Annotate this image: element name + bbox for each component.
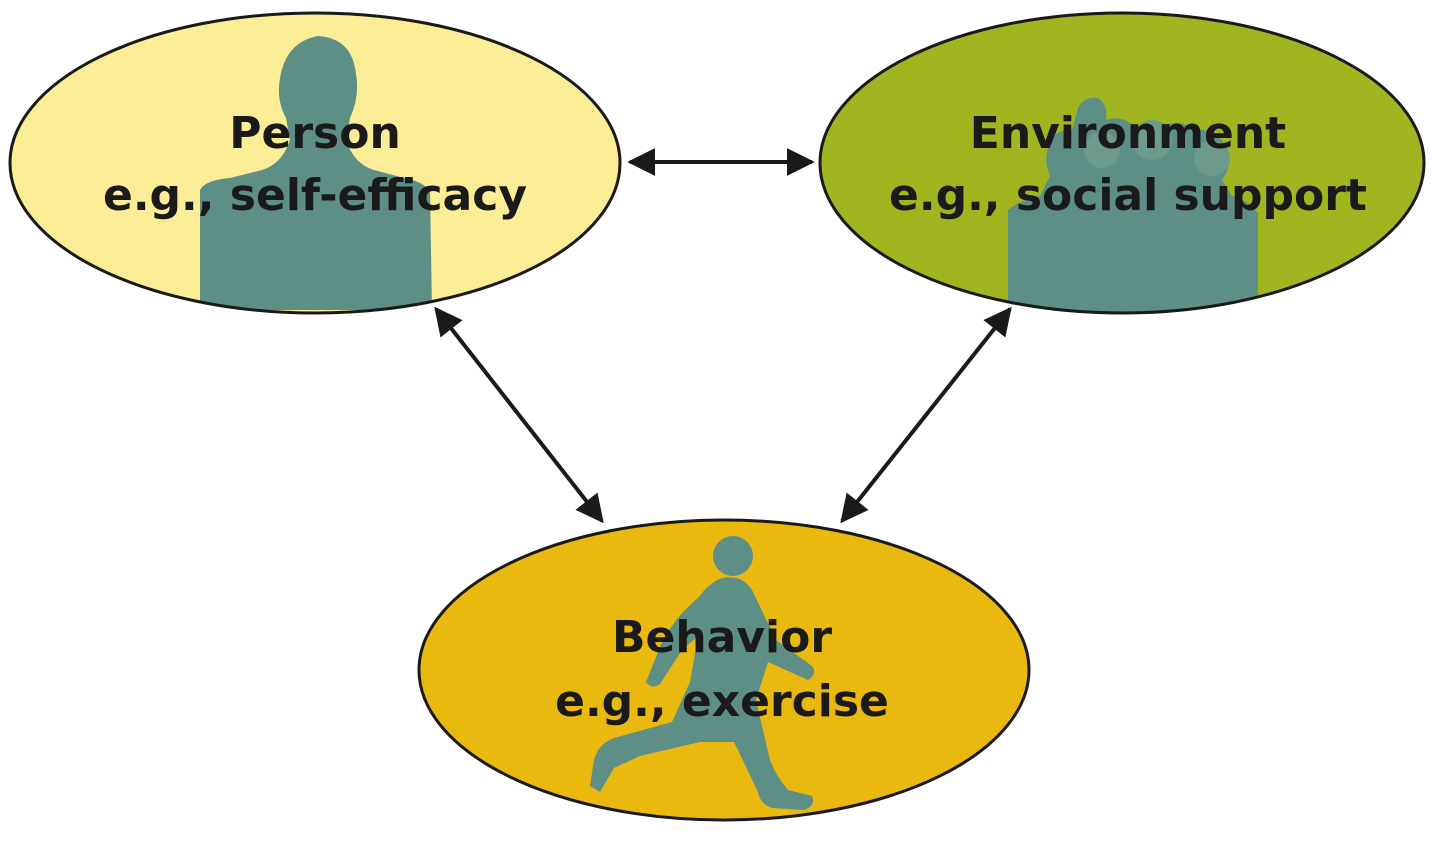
person-title: Person [229, 108, 401, 159]
person-node: Person e.g., self-efficacy [8, 11, 622, 315]
environment-node: Environment e.g., social support [818, 11, 1426, 315]
behavior-title: Behavior [612, 612, 832, 663]
running-person-silhouette-icon [590, 536, 815, 810]
arrow-environment-behavior [840, 306, 1012, 524]
behavior-example: e.g., exercise [555, 676, 889, 727]
person-example: e.g., self-efficacy [103, 170, 527, 221]
behavior-node: Behavior e.g., exercise [417, 518, 1031, 822]
group-of-people-silhouette-icon [1008, 97, 1258, 313]
person-bust-silhouette-icon [200, 36, 432, 310]
environment-example: e.g., social support [889, 170, 1367, 221]
arrow-person-behavior [434, 306, 604, 524]
environment-title: Environment [970, 108, 1286, 159]
